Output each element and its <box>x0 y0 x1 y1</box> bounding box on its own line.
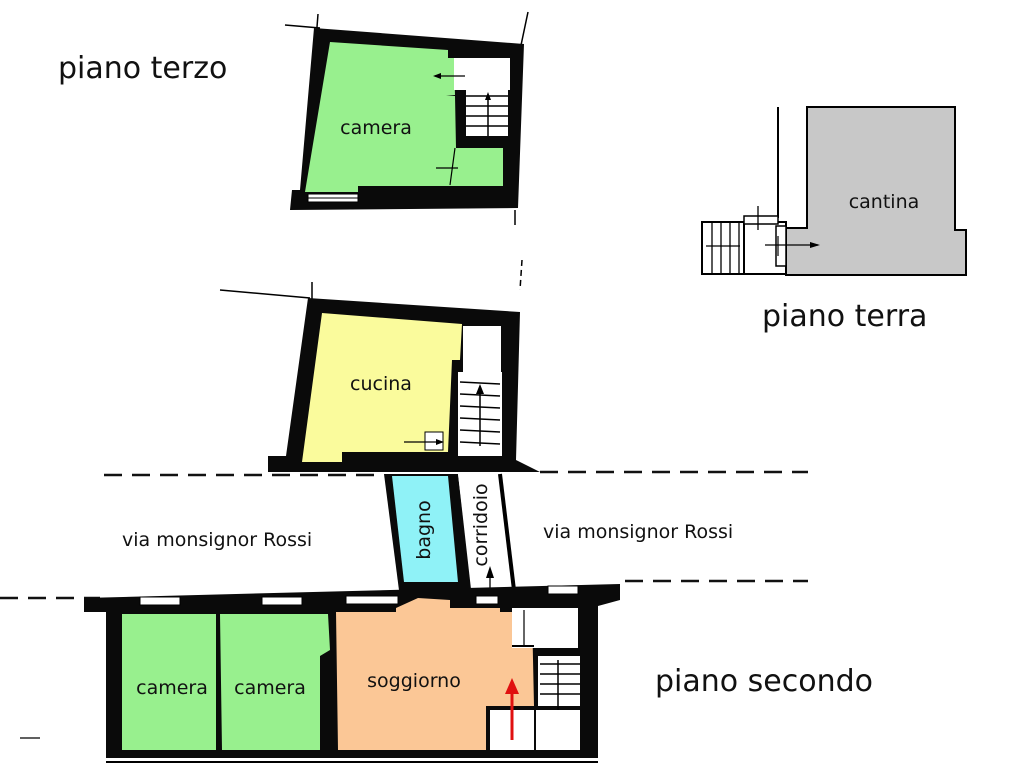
room-corridoio <box>458 474 514 590</box>
room-camera-secondo-1 <box>122 614 216 750</box>
floor-terzo: camera <box>284 11 529 225</box>
room-label-soggiorno: soggiorno <box>367 670 461 692</box>
floor-title-secondo: piano secondo <box>655 664 873 699</box>
room-label-camera-terzo: camera <box>340 117 412 139</box>
room-label-corridoio: corridoio <box>470 483 492 566</box>
room-camera-secondo-2 <box>220 614 330 750</box>
floor-title-terra: piano terra <box>762 299 927 334</box>
floor-primo: cucina bagno corridoio <box>219 259 540 610</box>
floor-title-terzo: piano terzo <box>58 51 227 86</box>
room-soggiorno <box>336 598 534 750</box>
room-label-camera-secondo-2: camera <box>234 677 306 699</box>
floor-secondo: camera camera soggiorno <box>20 584 620 763</box>
street-label-left: via monsignor Rossi <box>122 529 312 551</box>
room-label-bagno: bagno <box>413 500 435 559</box>
room-bagno <box>392 476 458 582</box>
room-label-camera-secondo-1: camera <box>136 677 208 699</box>
room-camera-terzo <box>305 42 503 192</box>
room-label-cucina: cucina <box>350 373 412 395</box>
room-cucina <box>302 313 462 462</box>
floor-terra: cantina <box>701 106 967 276</box>
room-cantina <box>785 106 967 276</box>
street <box>0 470 808 600</box>
room-label-cantina: cantina <box>849 191 920 213</box>
street-label-right: via monsignor Rossi <box>543 521 733 543</box>
